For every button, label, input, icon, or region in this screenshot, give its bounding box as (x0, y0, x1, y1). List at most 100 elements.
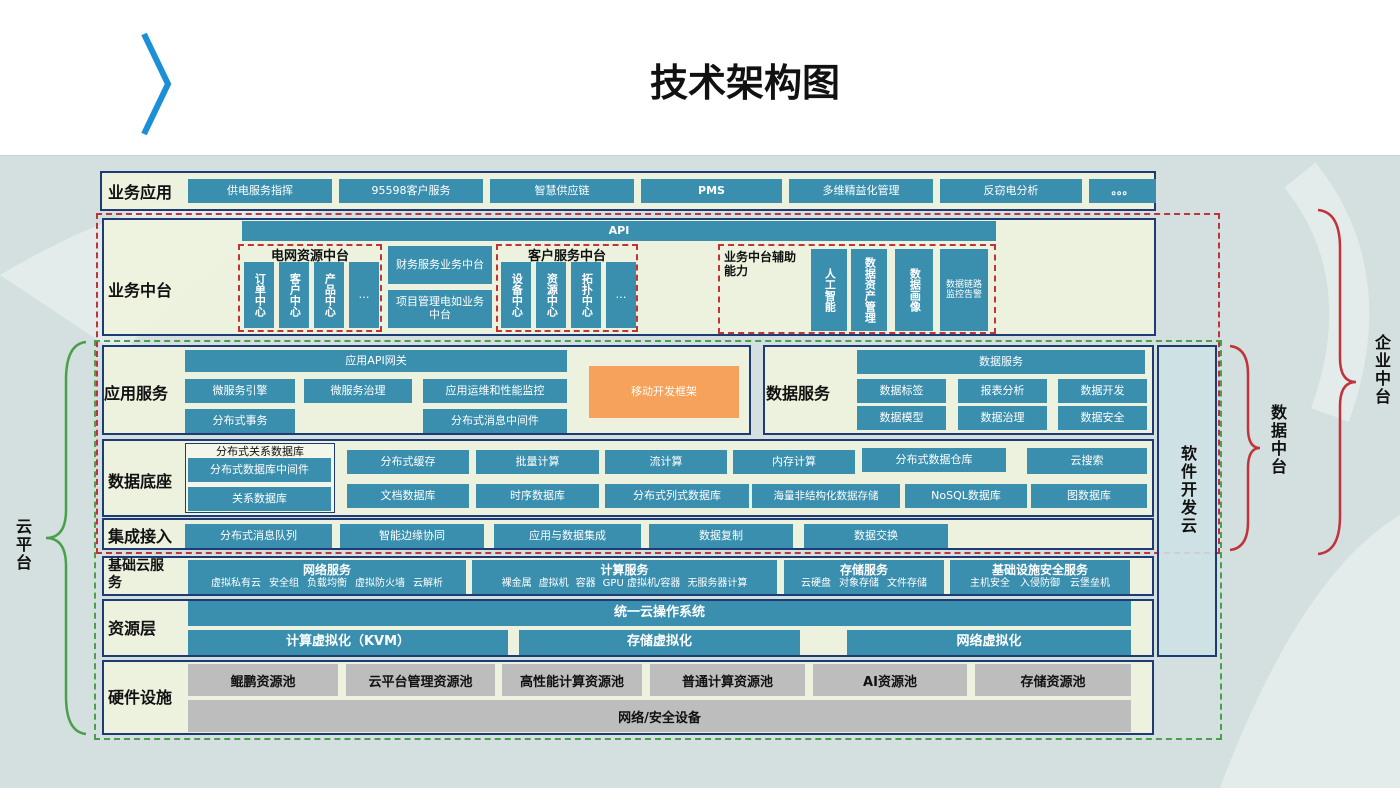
app-item[interactable]: 智慧供应链 (490, 179, 634, 203)
customer-service-title: 客户服务中台 (527, 249, 606, 264)
integration-box[interactable]: 数据复制 (649, 524, 793, 548)
resource-pool-box[interactable]: 高性能计算资源池 (502, 664, 642, 696)
center-box[interactable]: 拓扑中心 (571, 262, 601, 328)
virtualization-box[interactable]: 计算虚拟化（KVM） (188, 630, 508, 655)
db-box[interactable]: 批量计算 (476, 450, 599, 474)
storage-service-box[interactable]: 存储服务 云硬盘 对象存储 文件存储 (784, 560, 944, 594)
resource-pool-box[interactable]: AI资源池 (813, 664, 967, 696)
center-box-more[interactable]: … (349, 262, 379, 328)
data-service-box[interactable]: 数据标签 (857, 379, 946, 403)
data-middle-label: 数据中台 (1268, 404, 1287, 476)
business-middle-label: 业务中台 (108, 281, 173, 300)
resource-pool-box[interactable]: 鲲鹏资源池 (188, 664, 338, 696)
service-item: 虚拟防火墙 (355, 578, 405, 590)
aux-box[interactable]: 数据链路监控告警 (940, 249, 988, 331)
app-item[interactable]: 供电服务指挥 (188, 179, 332, 203)
db-box[interactable]: 分布式列式数据库 (605, 484, 749, 508)
db-box[interactable]: 分布式缓存 (347, 450, 469, 474)
infra-services-label: 基础云服务 (108, 558, 164, 591)
compute-service-box[interactable]: 计算服务 裸金属 虚拟机 容器 GPU 虚拟机/容器 无服务器计算 (472, 560, 777, 594)
center-box[interactable]: 设备中心 (501, 262, 531, 328)
service-item: 主机安全 (970, 578, 1010, 590)
virtualization-box[interactable]: 存储虚拟化 (519, 630, 800, 655)
security-service-box[interactable]: 基础设施安全服务 主机安全 入侵防御 云堡垒机 (950, 560, 1130, 594)
mobile-framework-box[interactable]: 移动开发框架 (589, 366, 739, 418)
service-item: GPU 虚拟机/容器 (602, 578, 681, 590)
aux-box[interactable]: 数据资产管理 (851, 249, 887, 331)
aux-capability-title: 业务中台辅助能力 (724, 250, 797, 279)
service-box[interactable]: 微服务引擎 (185, 379, 295, 403)
db-box[interactable]: 文档数据库 (347, 484, 469, 508)
service-item: 虚拟私有云 (211, 578, 261, 590)
db-box[interactable]: 分布式数据仓库 (862, 448, 1006, 472)
slide-header (0, 0, 1400, 156)
center-box[interactable]: 资源中心 (536, 262, 566, 328)
app-item[interactable]: 反窃电分析 (940, 179, 1082, 203)
integration-box[interactable]: 分布式消息队列 (185, 524, 332, 548)
center-box[interactable]: 客户中心 (279, 262, 309, 328)
cloud-os-bar[interactable]: 统一云操作系统 (188, 601, 1131, 626)
resource-pool-box[interactable]: 云平台管理资源池 (346, 664, 495, 696)
db-box[interactable]: 分布式数据库中间件 (188, 458, 331, 482)
relational-db-title: 分布式关系数据库 (216, 445, 304, 458)
enterprise-middle-brace-icon (1317, 208, 1357, 556)
data-service-box[interactable]: 报表分析 (958, 379, 1047, 403)
service-box[interactable]: 应用运维和性能监控 (423, 379, 567, 403)
virtualization-box[interactable]: 网络虚拟化 (847, 630, 1131, 655)
integration-box[interactable]: 数据交换 (804, 524, 948, 548)
resource-pool-box[interactable]: 存储资源池 (975, 664, 1131, 696)
app-item-more[interactable]: 。。。 (1089, 179, 1156, 203)
api-gateway-box[interactable]: 应用API网关 (185, 350, 567, 372)
data-service-box[interactable]: 数据模型 (857, 406, 946, 430)
hardware-label: 硬件设施 (108, 688, 173, 707)
db-box[interactable]: 内存计算 (733, 450, 855, 474)
service-item: 云堡垒机 (1070, 578, 1110, 590)
center-box[interactable]: 订单中心 (244, 262, 274, 328)
service-box[interactable]: 分布式事务 (185, 409, 295, 433)
compute-service-title: 计算服务 (600, 563, 649, 578)
resource-pool-box[interactable]: 普通计算资源池 (650, 664, 805, 696)
db-box[interactable]: 时序数据库 (476, 484, 599, 508)
db-box[interactable]: 海量非结构化数据存储 (752, 484, 900, 508)
network-service-box[interactable]: 网络服务 虚拟私有云 安全组 负载均衡 虚拟防火墙 云解析 (188, 560, 466, 594)
app-services-label: 应用服务 (104, 384, 169, 403)
app-item[interactable]: PMS (641, 179, 782, 203)
integration-label: 集成接入 (108, 527, 173, 546)
service-box[interactable]: 微服务治理 (304, 379, 412, 403)
data-service-box[interactable]: 数据开发 (1058, 379, 1147, 403)
service-box[interactable]: 分布式消息中间件 (423, 409, 567, 433)
aux-box[interactable]: 人工智能 (811, 249, 847, 331)
finance-middle-box[interactable]: 财务服务业务中台 (388, 246, 492, 284)
center-box-more[interactable]: … (606, 262, 636, 328)
api-bar[interactable]: API (242, 221, 996, 241)
customer-service-group (496, 244, 638, 332)
data-service-box[interactable]: 数据治理 (958, 406, 1047, 430)
db-box[interactable]: 图数据库 (1031, 484, 1147, 508)
network-security-bar[interactable]: 网络/安全设备 (188, 700, 1131, 732)
cloud-platform-label: 云平台 (13, 518, 32, 572)
db-box[interactable]: 关系数据库 (188, 487, 331, 511)
integration-box[interactable]: 应用与数据集成 (494, 524, 641, 548)
app-item[interactable]: 多维精益化管理 (789, 179, 933, 203)
center-box[interactable]: 产品中心 (314, 262, 344, 328)
software-cloud-label: 软件开发云 (1178, 445, 1197, 535)
app-item[interactable]: 95598客户服务 (339, 179, 483, 203)
aux-box[interactable]: 数据画像 (895, 249, 933, 331)
grid-resource-group (238, 244, 382, 332)
service-item: 对象存储 (839, 578, 879, 590)
db-box[interactable]: NoSQL数据库 (905, 484, 1027, 508)
project-middle-box[interactable]: 项目管理电如业务中台 (388, 290, 492, 328)
enterprise-middle-label: 企业中台 (1372, 334, 1391, 406)
service-item: 云硬盘 (801, 578, 831, 590)
service-item: 安全组 (269, 578, 299, 590)
db-box[interactable]: 流计算 (605, 450, 727, 474)
resource-layer-label: 资源层 (108, 619, 157, 638)
data-service-box[interactable]: 数据安全 (1058, 406, 1147, 430)
enterprise-middle-outline (96, 213, 1220, 554)
db-box[interactable]: 云搜索 (1027, 448, 1147, 474)
security-service-title: 基础设施安全服务 (991, 563, 1088, 578)
data-services-header[interactable]: 数据服务 (857, 350, 1145, 374)
cloud-brace-icon (45, 340, 87, 736)
service-item: 入侵防御 (1020, 578, 1060, 590)
integration-box[interactable]: 智能边缘协同 (340, 524, 484, 548)
